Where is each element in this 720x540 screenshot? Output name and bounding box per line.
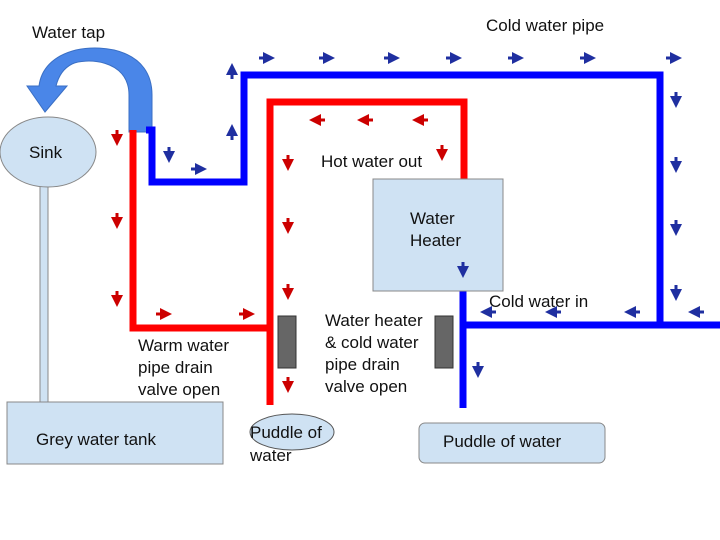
hot-water-out-label: Hot water out [321,152,422,171]
water-tap-label: Water tap [32,23,105,42]
warm-water-pipe [129,130,270,332]
cold-water-in-label: Cold water in [489,292,588,311]
warm-valve-label-line2: pipe drain [138,358,213,377]
puddle-left-label-line1: Puddle of [250,423,322,442]
heater-valve-label-line2: & cold water [325,333,419,352]
warm-valve-label-line1: Warm water [138,336,229,355]
water-heater [372,178,504,292]
puddle-right-label: Puddle of water [443,432,561,451]
grey-water-tank [6,401,224,465]
water-heater-label-line2: Heater [410,231,461,250]
hot-water-pipe [266,98,468,405]
sink [0,116,97,188]
warm-valve-label-line3: valve open [138,380,220,399]
water-tap [26,47,153,133]
puddle-right [418,422,606,464]
water-heater-label-line1: Water [410,209,455,228]
sink-label: Sink [29,143,63,162]
cold-water-pipe [146,71,720,329]
cold-flow-arrows [163,52,704,378]
hot-flow-arrows [111,114,448,393]
puddle-left-label-line2: water [249,446,292,465]
warm-water-drain-valve [277,315,297,369]
heater-valve-label-line1: Water heater [325,311,423,330]
heater-valve-label-line3: pipe drain [325,355,400,374]
grey-water-tank-label: Grey water tank [36,430,156,449]
heater-valve-label-line4: valve open [325,377,407,396]
heater-drain-valve [434,315,454,369]
puddle-left [249,413,335,451]
cold-water-pipe-label: Cold water pipe [486,16,604,35]
sink-drain-pipe [39,184,49,403]
